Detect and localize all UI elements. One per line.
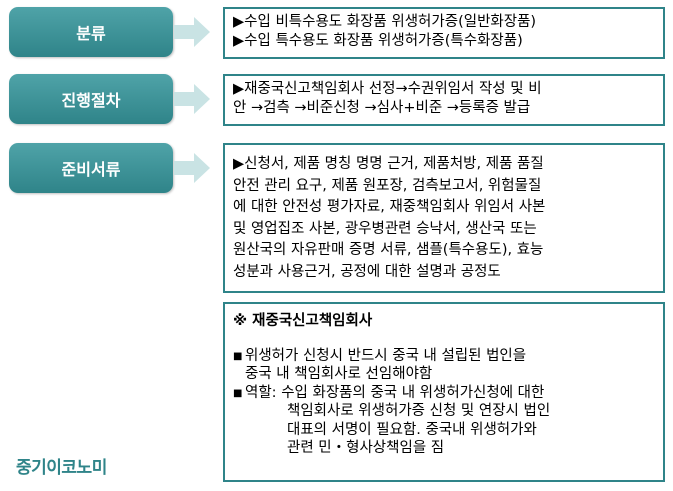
documents-line: 안전 관리 요구, 제품 원포장, 검측보고서, 위험물질 (233, 177, 542, 194)
square-bullet-icon: ■ (233, 387, 243, 399)
documents-line: 및 영업집조 사본, 광우병관련 승낙서, 생산국 또는 (233, 220, 537, 237)
procedure-line: ▶재중국신고책임회사 선정→수권위임서 작성 및 비 (233, 81, 542, 97)
documents-box: ▶신청서, 제품 명칭 명명 근거, 제품처방, 제품 품질 안전 관리 요구,… (223, 143, 665, 293)
documents-line: 원산국의 자유판매 증명 서류, 샘플(특수용도), 효능 (233, 242, 544, 258)
documents-line: 에 대한 안전성 평가자료, 재중책임회사 위임서 사본 (233, 199, 546, 215)
arrow-right-icon (174, 17, 210, 47)
classification-line: ▶수입 비특수용도 화장품 위생허가증(일반화장품) (233, 14, 537, 30)
note-box: ※ 재중국신고책임회사 ■ 위생허가 신청시 반드시 중국 내 설립된 법인을 … (223, 302, 665, 482)
classification-box: ▶수입 비특수용도 화장품 위생허가증(일반화장품) ▶수입 특수용도 화장품 … (223, 7, 665, 59)
label-documents: 준비서류 (9, 143, 173, 193)
note-title: ※ 재중국신고책임회사 (233, 313, 373, 329)
documents-line: 성분과 사용근거, 공정에 대한 설명과 공정도 (233, 263, 501, 280)
note-line: 위생허가 신청시 반드시 중국 내 설립된 법인을 (245, 347, 527, 364)
note-line: 관련 민・형사상책임을 짐 (287, 440, 445, 456)
classification-line: ▶수입 특수용도 화장품 위생허가증(특수화장품) (233, 32, 523, 49)
note-line: 수입 화장품의 중국 내 위생허가신청에 대한 (281, 384, 545, 401)
documents-line: ▶신청서, 제품 명칭 명명 근거, 제품처방, 제품 품질 (233, 156, 544, 172)
square-bullet-icon: ■ (233, 350, 243, 362)
role-key: 역할: (245, 384, 282, 401)
note-line: 중국 내 책임회사로 선임해야함 (245, 366, 433, 382)
note-line: 대표의 서명이 필요함. 중국내 위생허가와 (287, 421, 537, 438)
procedure-box: ▶재중국신고책임회사 선정→수권위임서 작성 및 비 안 →검측 →비준신청 →… (223, 74, 665, 126)
arrow-right-icon (174, 84, 210, 114)
logo: 중기이코노미 (16, 458, 107, 478)
arrow-right-icon (174, 153, 210, 183)
note-line: 책임회사로 위생허가증 신청 및 연장시 법인 (287, 403, 551, 419)
procedure-line: 안 →검측 →비준신청 →심사+비준 →등록증 발급 (233, 99, 531, 116)
label-classification: 분류 (9, 7, 173, 57)
note-bullet-item: ■ 역할: 수입 화장품의 중국 내 위생허가신청에 대한 책임회사로 위생허가… (233, 384, 657, 458)
note-bullet-item: ■ 위생허가 신청시 반드시 중국 내 설립된 법인을 중국 내 책임회사로 선… (233, 347, 657, 384)
label-procedure: 진행절차 (9, 74, 173, 124)
